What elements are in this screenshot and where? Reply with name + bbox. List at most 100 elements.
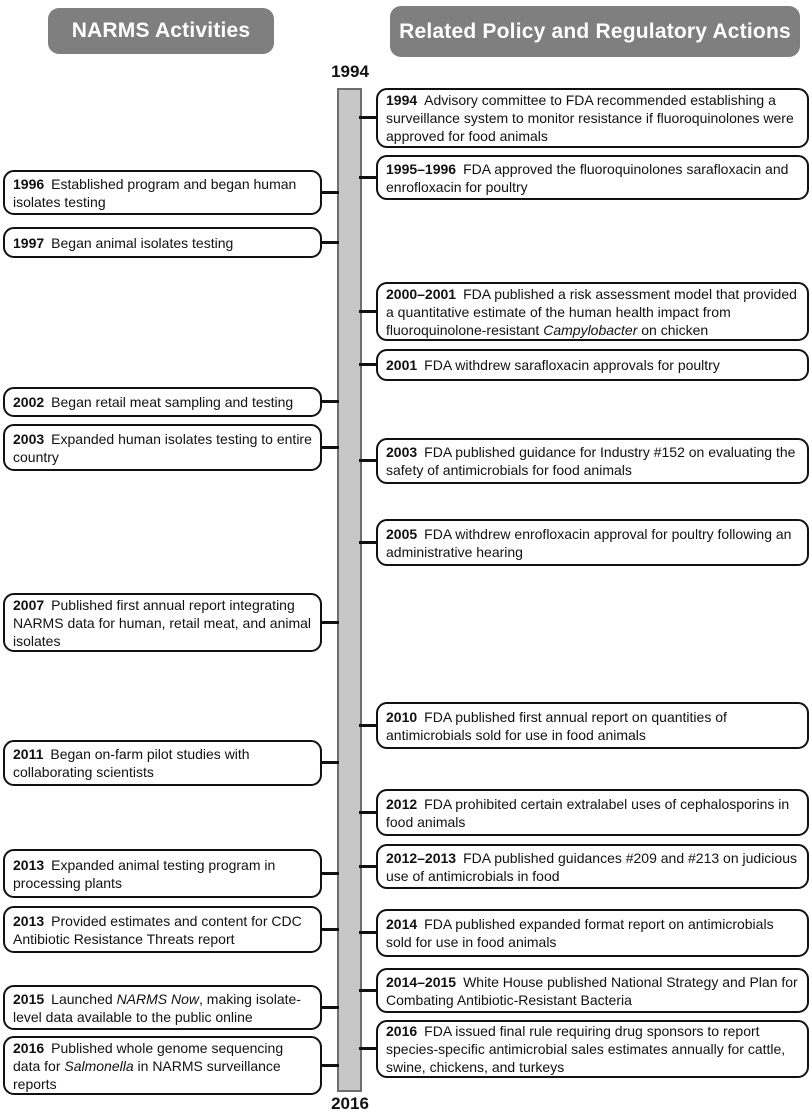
event-desc-italic: NARMS Now [116, 990, 200, 1007]
event-year: 2011 [13, 746, 44, 762]
timeline-bar [337, 88, 362, 1092]
connector-line [320, 928, 339, 931]
event-year: 2003 [13, 430, 45, 447]
connector-line [359, 1047, 378, 1050]
event-text: 2001 FDA withdrew sarafloxacin approvals … [386, 356, 720, 374]
timeline-end-year: 2016 [331, 1094, 369, 1113]
event-desc: Published first annual report integratin… [13, 596, 312, 649]
event-year: 1997 [13, 234, 45, 251]
connector-line [320, 400, 339, 403]
event-box-left-1997: 1997 Began animal isolates testing [3, 227, 322, 258]
event-desc-pre: FDA published a risk assessment model th… [386, 285, 797, 338]
event-year: 2000–2001 [386, 285, 457, 302]
event-year: 2014 [386, 916, 418, 932]
event-year: 2016 [386, 1023, 418, 1039]
event-year: 2003 [386, 444, 418, 460]
connector-line [320, 1006, 339, 1009]
event-desc: FDA published first annual report on qua… [386, 708, 727, 743]
event-desc: FDA withdrew sarafloxacin approvals for … [424, 357, 720, 373]
event-desc: Expanded human isolates testing to entir… [13, 430, 312, 465]
connector-line [320, 446, 339, 449]
connector-line [320, 761, 339, 764]
connector-line [359, 310, 378, 313]
event-year: 2013 [13, 912, 45, 929]
event-desc-post: , making isolate-level data available to… [13, 990, 301, 1025]
event-desc-post: on chicken [637, 321, 709, 338]
event-desc: FDA published guidances #209 and #213 on… [386, 849, 797, 884]
event-desc: FDA published expanded format report on … [386, 916, 774, 950]
connector-line [359, 541, 378, 544]
event-desc-italic: Salmonella [64, 1057, 134, 1074]
connector-line [320, 241, 339, 244]
header-policy-actions: Related Policy and Regulatory Actions [390, 6, 800, 57]
event-year: 1995–1996 [386, 160, 457, 177]
connector-line [359, 989, 378, 992]
timeline-start-year: 1994 [331, 62, 369, 81]
event-desc: FDA approved the fluoroquinolones sarafl… [386, 160, 789, 195]
event-year: 2005 [386, 525, 418, 542]
connector-line [359, 724, 378, 727]
event-desc: Advisory committee to FDA recommended es… [386, 92, 794, 144]
event-desc: White House published National Strategy … [386, 973, 798, 1008]
event-year: 1996 [13, 175, 45, 192]
header-label: NARMS Activities [71, 19, 251, 42]
connector-line [320, 191, 339, 194]
event-year: 2013 [13, 856, 45, 873]
event-year: 2012 [386, 795, 418, 812]
connector-line [359, 363, 378, 366]
event-desc-pre: Published whole genome sequencing data f… [13, 1039, 284, 1074]
event-desc: Began animal isolates testing [51, 234, 234, 251]
header-narms-activities: NARMS Activities [48, 8, 274, 54]
event-year: 2001 [386, 357, 418, 373]
event-box-right-2001: 2001 FDA withdrew sarafloxacin approvals … [376, 349, 809, 381]
connector-line [359, 865, 378, 868]
event-desc: FDA published guidance for Industry #152… [386, 444, 796, 478]
event-year: 2010 [386, 708, 418, 725]
event-desc: Expanded animal testing program in proce… [13, 856, 276, 891]
event-desc: FDA withdrew enrofloxacin approval for p… [386, 525, 792, 560]
event-desc: Provided estimates and content for CDC A… [13, 912, 302, 947]
connector-line [359, 459, 378, 462]
event-year: 2002 [13, 394, 45, 410]
connector-line [320, 1064, 339, 1067]
event-year: 2012–2013 [386, 849, 457, 866]
event-year: 1994 [386, 92, 418, 108]
